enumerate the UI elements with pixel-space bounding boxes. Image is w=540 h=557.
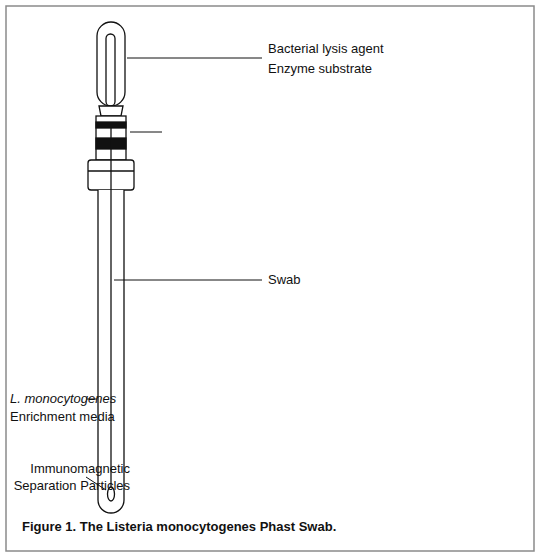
part-label: Enrichment media [10,408,115,425]
leader-line [114,280,262,281]
collar-band [96,122,126,128]
leader-line [130,132,162,133]
swab-device [88,22,134,513]
part-label: Immunomagnetic Separation Particles [10,460,130,494]
cap-bulb [97,22,125,106]
figure-frame [6,6,534,551]
cap-neck [99,106,123,116]
part-label: L. monocytogenes [10,390,116,407]
leader-lines [86,58,262,490]
part-label: Bacterial lysis agent [268,40,384,57]
part-label: Enzyme substrate [268,60,372,77]
figure-caption: Figure 1. The Listeria monocytogenes Pha… [22,519,522,534]
swab-stick [110,128,111,488]
cap-inner-tube [106,34,115,106]
leader-line [127,58,262,59]
part-label: Swab [268,271,301,288]
